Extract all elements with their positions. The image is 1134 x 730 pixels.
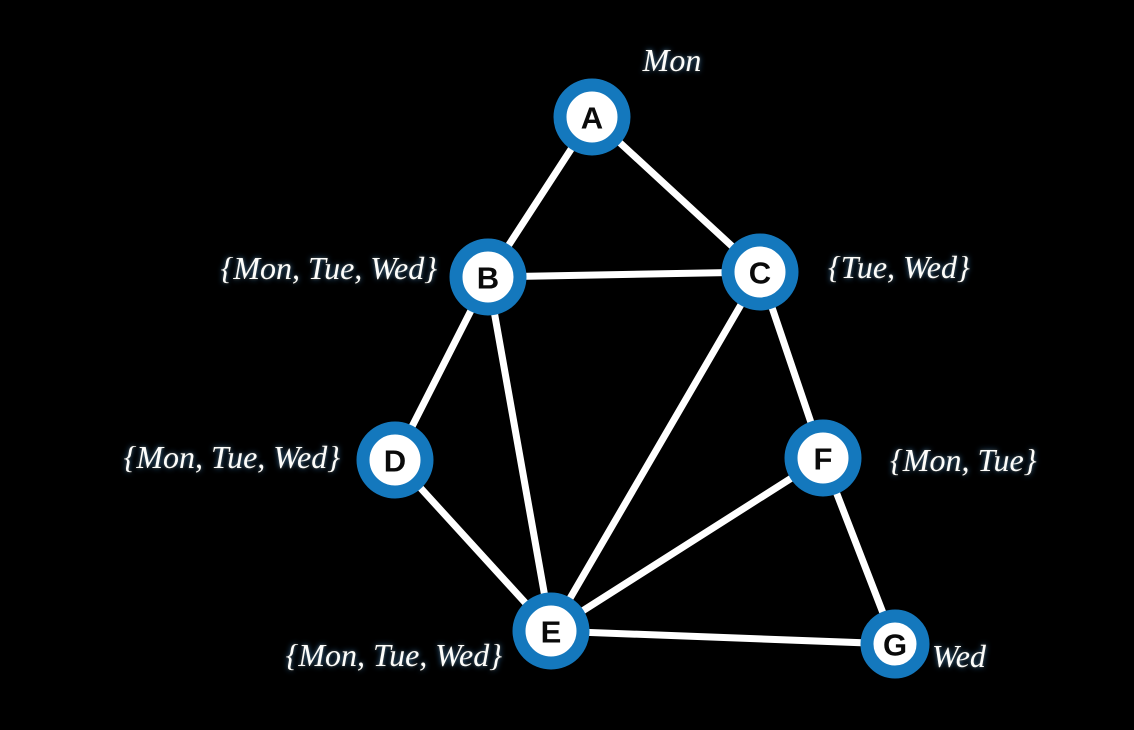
node-label: A (581, 101, 603, 136)
domain-label-a: Mon (642, 42, 702, 78)
domain-label-f: {Mon, Tue} (890, 442, 1037, 478)
node-label: F (814, 442, 833, 477)
node-label: G (883, 628, 907, 663)
graph-node-c[interactable]: C (721, 233, 799, 311)
node-label: C (749, 256, 771, 291)
node-circle (784, 419, 862, 497)
graph-edge (547, 454, 827, 635)
node-circle (512, 592, 590, 670)
nodes-layer: A B C D E F G (356, 78, 930, 679)
graph-edge (547, 268, 764, 635)
domain-label-d: {Mon, Tue, Wed} (123, 439, 340, 475)
node-circle (449, 238, 527, 316)
node-circle (553, 78, 631, 156)
graph-edge (547, 627, 899, 648)
domain-label-b: {Mon, Tue, Wed} (220, 250, 437, 286)
domain-label-g: Wed (932, 638, 986, 674)
graph-node-b[interactable]: B (449, 238, 527, 316)
domain-label-e: {Mon, Tue, Wed} (285, 637, 502, 673)
graph-node-g[interactable]: G (860, 609, 930, 679)
graph-edge (391, 456, 555, 635)
node-circle (721, 233, 799, 311)
node-circle (860, 609, 930, 679)
graph-node-f[interactable]: F (784, 419, 862, 497)
domain-label-c: {Tue, Wed} (828, 249, 970, 285)
node-label: B (477, 261, 499, 296)
graph-node-a[interactable]: A (553, 78, 631, 156)
graph-node-d[interactable]: D (356, 421, 434, 499)
graph-edge (484, 268, 764, 281)
node-label: D (384, 444, 406, 479)
graph-edge (484, 273, 555, 635)
edges-layer (391, 113, 899, 648)
node-circle (356, 421, 434, 499)
node-label: E (541, 615, 562, 650)
graph-node-e[interactable]: E (512, 592, 590, 670)
